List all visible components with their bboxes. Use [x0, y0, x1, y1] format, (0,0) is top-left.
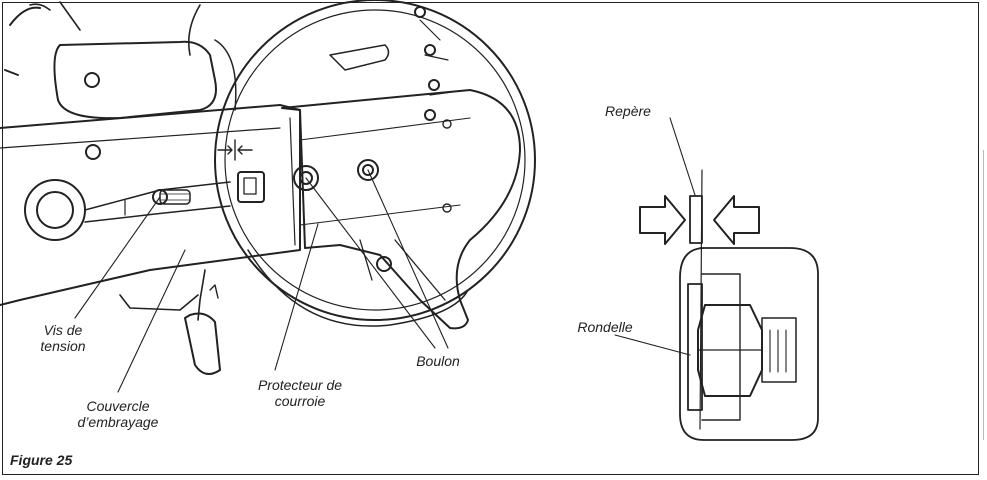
bolt-label: Boulon — [416, 353, 460, 369]
washer-label: Rondelle — [577, 319, 633, 335]
blade-wheel — [214, 0, 536, 327]
tension-screw-label: Vis de tension — [40, 322, 86, 354]
motor-housing — [4, 1, 237, 120]
belt-guard — [281, 89, 521, 330]
leader-lines — [74, 169, 449, 393]
mark-label: Repère — [605, 103, 651, 119]
arrow-right-icon — [639, 195, 686, 245]
figure-caption: Figure 25 — [10, 452, 73, 468]
mark-leader — [669, 117, 696, 196]
saw-arm — [0, 104, 301, 306]
arrow-left-icon — [713, 195, 760, 245]
detail-view — [614, 117, 819, 441]
tension-lever — [119, 269, 221, 375]
figure-frame — [2, 2, 979, 475]
clutch-cover-label: Couvercle d’embrayage — [77, 398, 159, 430]
washer-leader — [614, 334, 691, 356]
belt-guard-label: Protecteur de courroie — [257, 377, 343, 409]
page-edge-rule — [983, 150, 984, 440]
